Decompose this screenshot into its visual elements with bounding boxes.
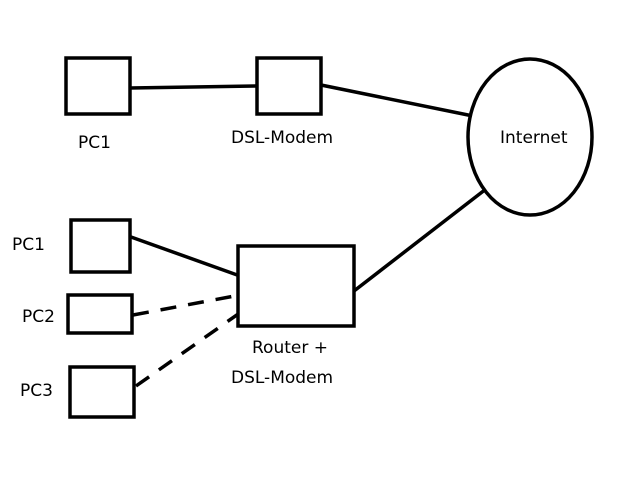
router-label-line2: DSL-Modem: [231, 368, 333, 388]
link-pc2-router: [132, 293, 241, 317]
internet-ellipse: [466, 57, 594, 217]
link-pc3-router: [134, 310, 243, 388]
pc2-label: PC2: [22, 307, 55, 327]
pc1-top-label: PC1: [78, 133, 111, 153]
pc2-box: [66, 293, 134, 335]
router-dsl-modem-box: [236, 244, 356, 328]
pc1-bottom-label: PC1: [12, 235, 45, 255]
dsl-modem-box: [255, 56, 323, 116]
dsl-modem-label: DSL-Modem: [231, 128, 333, 148]
link-pc1-dsl-modem: [129, 84, 258, 90]
internet-label: Internet: [500, 128, 568, 148]
pc1-top-box: [64, 56, 132, 116]
link-dsl-modem-internet: [320, 83, 474, 118]
pc3-label: PC3: [20, 381, 53, 401]
link-router-internet: [352, 187, 488, 293]
link-pc1-router: [130, 235, 241, 278]
pc1-bottom-box: [69, 218, 132, 274]
pc3-box: [68, 365, 136, 419]
router-label-line1: Router +: [252, 338, 328, 358]
